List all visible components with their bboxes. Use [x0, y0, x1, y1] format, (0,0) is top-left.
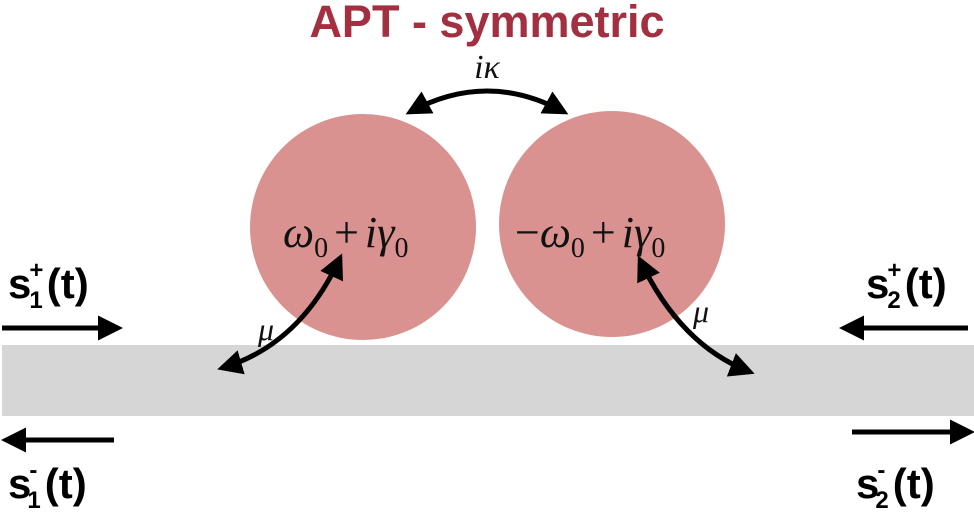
waveguide [2, 345, 974, 416]
mu-left-coupling-arrow-icon [217, 253, 343, 375]
resonator-left-frequency: ω0+iγ0 [283, 208, 408, 264]
port-s1-out-label: s-1(t) [8, 457, 87, 514]
mu-right-label: μ [692, 293, 709, 329]
mu-right-coupling-arrow-icon [637, 255, 755, 377]
kappa-label: iκ [474, 49, 500, 86]
port-s1-in-label: s+1(t) [8, 257, 89, 314]
port-s2-out-label: s-2(t) [856, 457, 935, 514]
resonator-right-frequency: −ω0+iγ0 [515, 208, 665, 264]
mu-left-label: μ [257, 311, 274, 347]
port-s2-in-label: s+2(t) [866, 257, 947, 314]
kappa-coupling-arrow-icon [405, 88, 569, 115]
diagram-title: APT - symmetric [309, 0, 665, 47]
